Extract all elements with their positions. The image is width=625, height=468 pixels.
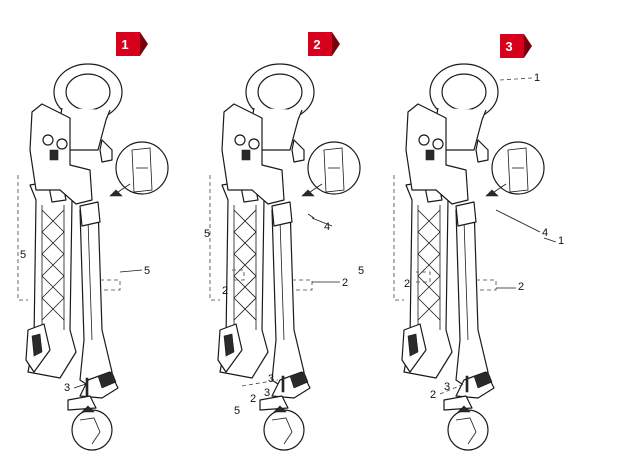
step-2-callout: 3: [264, 387, 270, 399]
step-3-callout: 4: [542, 227, 548, 239]
step-2-callout: 5: [234, 405, 240, 417]
step-1-callout: 5: [144, 265, 150, 277]
step-3-badge: 3: [500, 34, 532, 58]
step-3-callout: 2: [430, 389, 436, 401]
step-2-callout: 5: [204, 228, 210, 240]
step-2-badge: 2: [308, 32, 340, 56]
step-3-assembly: [393, 63, 545, 451]
step-2-assembly: [209, 63, 361, 451]
step-1-callout: 3: [64, 382, 70, 394]
step-2-callout: 2: [250, 393, 256, 405]
step-1-assembly: [17, 63, 169, 451]
step-2-callout: 2: [222, 285, 228, 297]
step-3-callout: 1: [534, 72, 540, 84]
step-2-callout: 5: [358, 265, 364, 277]
step-1: 1 5 5 3: [17, 32, 169, 451]
step-2-callout: 3: [268, 373, 274, 385]
step-2-callout: 4: [324, 221, 330, 233]
step-3-callout: 2: [404, 278, 410, 290]
step-1-badge: 1: [116, 32, 148, 56]
step-2-callout: 2: [342, 277, 348, 289]
step-3: 3 1 4 1 2 2 2 3: [393, 34, 564, 451]
step-1-badge-number: 1: [121, 37, 128, 52]
step-3-badge-number: 3: [505, 39, 512, 54]
step-1-callout: 5: [20, 249, 26, 261]
step-3-callout: 2: [518, 281, 524, 293]
step-2: 2 5 4 2 2 5 3 2 3 5: [204, 32, 364, 451]
step-2-badge-number: 2: [313, 37, 320, 52]
step-3-callout: 1: [558, 235, 564, 247]
step-3-callout: 3: [444, 381, 450, 393]
